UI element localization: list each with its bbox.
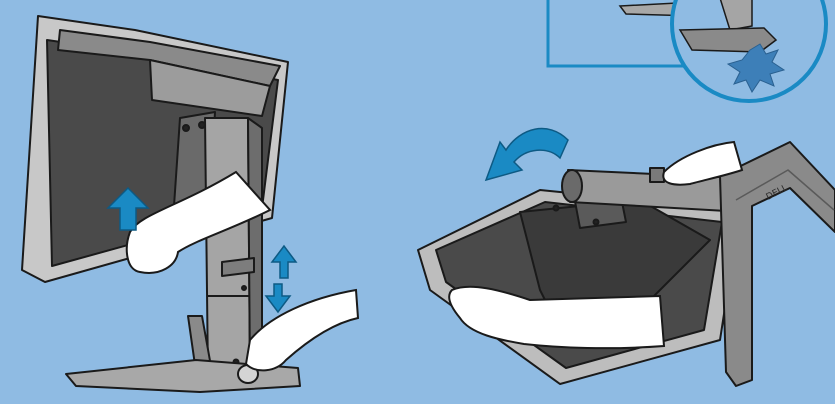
curved-arrow-icon [486,129,568,180]
left-panel [22,16,358,392]
right-panel: DELL [418,129,835,386]
up-down-arrow-icon [266,246,296,312]
stand-base-right: DELL [720,142,835,386]
inset-callout [548,0,826,101]
